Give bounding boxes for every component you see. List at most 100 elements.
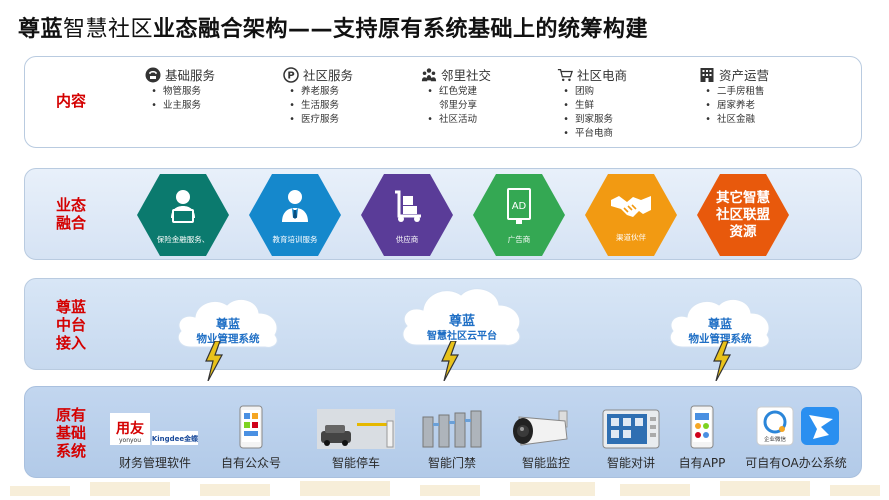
system-label: 财务管理软件 [118,456,191,470]
service-neighborhood: 邻里社交 •红色党建 邻里分享 •社区活动 [421,65,491,127]
list-item: •社区金融 [705,114,756,125]
cloud-property-system-right: 尊蓝 物业管理系统 [665,293,775,355]
cloud-icon [177,298,278,348]
svg-text:P: P [287,70,294,81]
list-item: •养老服务 [289,86,340,97]
partner-label: 渠道伙伴 [616,232,646,242]
list-item: •物管服务 [151,86,202,97]
system-label: 智能停车 [331,456,380,470]
list-item: 邻里分享 [439,100,478,111]
svg-text:Kingdee金蝶: Kingdee金蝶 [152,434,199,443]
fusion-row-label: 业态融合 [55,196,86,232]
system-label: 智能监控 [521,456,570,470]
cloud-subtitle: 物业管理系统 [196,333,260,345]
people-icon [421,67,437,83]
intercom-screen-icon [602,405,660,449]
content-row-label: 内容 [55,92,86,110]
partner-supplier: 供应商 [361,174,453,256]
lightning-icon [205,341,224,381]
service-assets: 资产运营 •二手房租售 •居家养老 •社区金融 [699,65,769,127]
partner-label: 供应商 [395,234,419,244]
system-smart-access: 智能门禁 [397,405,507,471]
parking-gate-icon [317,405,395,449]
system-label: 自有APP [678,456,726,470]
service-name: 资产运营 [719,68,770,83]
partner-education: 教育培训服务 [249,174,341,256]
title-fusion: 业态融合 [153,17,244,42]
base-systems-band: 原有基础系统 用友 yonyou Kingdee金蝶 财务管理软件 自有公众号 … [24,386,862,478]
title-smart-community: 智慧社区 [63,17,154,42]
fusion-band: 业态融合 保险金融服务、 教育培训服务 供应商 AD 广告商 渠道伙伴 其它智慧 [24,168,862,260]
cloud-icon [669,298,770,348]
list-item: •红色党建 [427,86,478,97]
system-label: 智能对讲 [606,456,655,470]
middle-row-label: 尊蓝中台接入 [55,298,86,352]
partner-channel: 渠道伙伴 [585,174,677,256]
watermark-strip [0,478,889,500]
system-own-app: 自有APP [667,405,737,471]
partner-label: 教育培训服务 [272,234,318,244]
list-item: •团购 [563,86,595,97]
list-item: •平台电商 [563,128,614,139]
service-basic: 基础服务 •物管服务 •业主服务 [145,65,215,113]
list-item: •居家养老 [705,100,756,111]
list-item: •生活服务 [289,100,340,111]
middle-platform-band: 尊蓝中台接入 尊蓝 物业管理系统 尊蓝 智慧社区云平台 尊蓝 物业管理系统 [24,278,862,381]
service-name: 基础服务 [165,68,216,83]
partner-label: 广告商 [507,234,531,244]
partner-insurance-finance: 保险金融服务、 [137,174,229,256]
title-brand: 尊蓝 [18,17,64,42]
partner-advertiser: AD 广告商 [473,174,565,256]
service-name: 邻里社交 [441,68,492,83]
cloud-property-system-left: 尊蓝 物业管理系统 [173,293,283,355]
service-community: P 社区服务 •养老服务 •生活服务 •医疗服务 [283,65,353,127]
svg-text:AD: AD [512,201,527,212]
businessman-icon [275,186,315,230]
page-title: 尊蓝智慧社区业态融合架构——支持原有系统基础上的统筹构建 [18,10,648,50]
partner-label: 保险金融服务、 [156,234,210,244]
ad-board-icon: AD [499,186,539,230]
system-smart-monitoring: 智能监控 [491,405,601,471]
cloud-subtitle: 物业管理系统 [688,333,752,345]
cloud-title: 尊蓝 [215,317,240,331]
system-label: 自有公众号 [220,456,281,470]
system-smart-parking: 智能停车 [301,405,411,471]
lightning-icon [713,341,732,381]
cloud-title: 尊蓝 [707,317,732,331]
turnstile-icon [421,405,483,449]
person-laptop-icon [163,186,203,230]
phone-icon [145,67,161,83]
service-name: 社区服务 [303,68,354,83]
handshake-icon [609,188,653,228]
partner-alliance-resources: 其它智慧 社区联盟 资源 [697,174,789,256]
parking-p-icon: P [283,66,299,83]
phone-app-icon [239,405,263,449]
system-oa-office: 企业微信 可自有OA办公系统 [733,405,859,471]
list-item: •到家服务 [563,114,614,125]
partner-alliance-label: 其它智慧 社区联盟 资源 [716,189,770,240]
svg-text:yonyou: yonyou [119,437,141,444]
list-item: •业主服务 [151,100,202,111]
list-item: •医疗服务 [289,114,340,125]
svg-text:企业微信: 企业微信 [764,435,787,443]
lightning-icon [441,341,460,381]
oa-logos: 企业微信 [751,405,841,449]
cloud-icon [402,288,521,346]
cart-icon [557,67,573,83]
building-icon [699,67,715,83]
list-item: •社区活动 [427,114,478,125]
cloud-title: 尊蓝 [448,314,475,329]
hand-truck-icon [387,186,427,230]
list-item: •二手房租售 [705,86,765,97]
service-name: 社区电商 [577,68,628,83]
phone-app-icon [690,405,714,449]
system-official-account: 自有公众号 [211,405,291,471]
system-label: 可自有OA办公系统 [745,456,847,470]
title-architecture: 架构——支持原有系统基础上的统筹构建 [243,17,649,42]
svg-text:用友: 用友 [116,420,144,437]
system-label: 智能门禁 [427,456,476,470]
cloud-subtitle: 智慧社区云平台 [427,331,497,342]
cloud-smart-community-platform: 尊蓝 智慧社区云平台 [397,283,527,353]
base-row-label: 原有基础系统 [55,406,86,460]
list-item: •生鲜 [563,100,595,111]
